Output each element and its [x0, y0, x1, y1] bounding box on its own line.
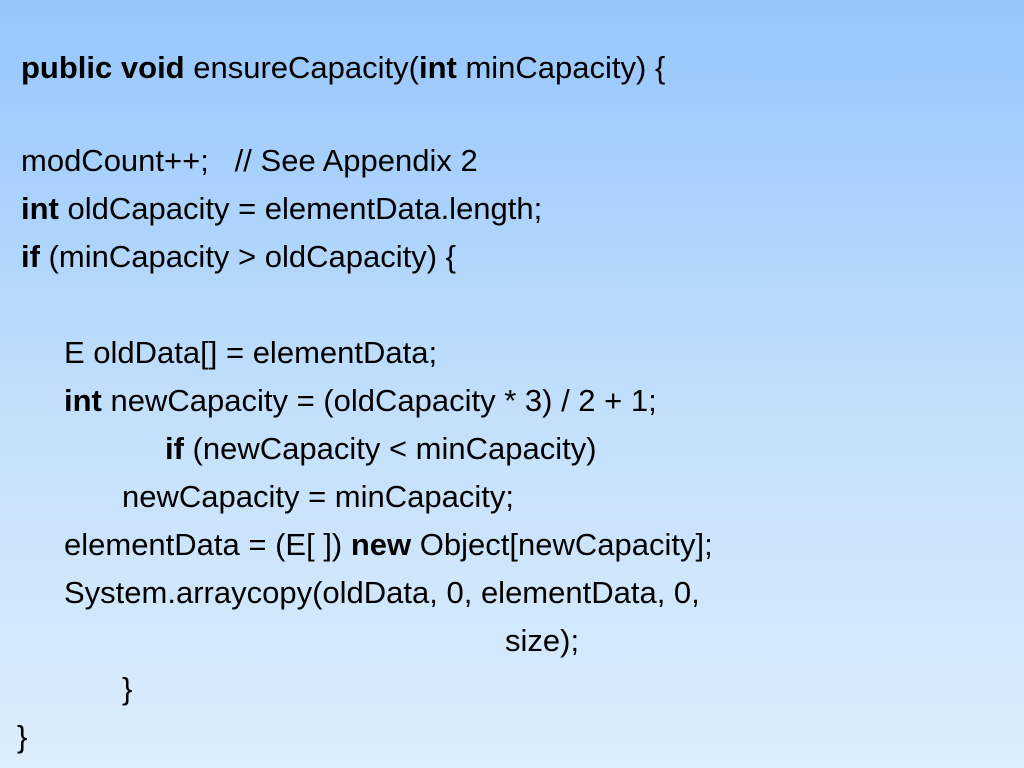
- code-text: minCapacity) {: [456, 50, 666, 85]
- code-line-new-capacity: int newCapacity = (oldCapacity * 3) / 2 …: [64, 383, 657, 419]
- keyword: if: [165, 431, 184, 466]
- code-line-close-if: }: [122, 671, 132, 707]
- code-text: ensureCapacity(: [184, 50, 419, 85]
- code-line-old-capacity: int oldCapacity = elementData.length;: [21, 191, 542, 227]
- code-text: newCapacity = (oldCapacity * 3) / 2 + 1;: [101, 383, 657, 418]
- keyword: int: [418, 50, 457, 85]
- code-text: }: [17, 719, 28, 754]
- code-line-arraycopy-continued: size);: [505, 623, 579, 659]
- code-text: }: [122, 671, 133, 706]
- code-line-old-data: E oldData[] = elementData;: [64, 335, 437, 371]
- code-text: E oldData[] = elementData;: [64, 335, 438, 370]
- code-line-new-element-data: elementData = (E[ ]) new Object[newCapac…: [64, 527, 713, 563]
- code-line-modcount: modCount++; // See Appendix 2: [21, 143, 478, 179]
- code-text: (minCapacity > oldCapacity) {: [39, 239, 457, 274]
- code-line-if-min-capacity: if (minCapacity > oldCapacity) {: [21, 239, 456, 275]
- code-text: modCount++; // See Appendix 2: [21, 143, 478, 178]
- code-line-arraycopy: System.arraycopy(oldData, 0, elementData…: [64, 575, 700, 611]
- keyword: int: [64, 383, 102, 418]
- code-line-assign-new-capacity: newCapacity = minCapacity;: [122, 479, 514, 515]
- keyword: public void: [21, 50, 185, 85]
- code-text: System.arraycopy(oldData, 0, elementData…: [64, 575, 700, 610]
- code-line-if-new-capacity: if (newCapacity < minCapacity): [165, 431, 597, 467]
- code-line-close-method: }: [17, 719, 27, 755]
- code-text: Object[newCapacity];: [411, 527, 713, 562]
- keyword: int: [21, 191, 59, 226]
- code-line-method-signature: public void ensureCapacity(int minCapaci…: [21, 50, 665, 86]
- code-text: size);: [505, 623, 580, 658]
- code-text: (newCapacity < minCapacity): [183, 431, 597, 466]
- code-text: oldCapacity = elementData.length;: [58, 191, 543, 226]
- keyword: new: [350, 527, 412, 562]
- keyword: if: [21, 239, 40, 274]
- code-text: newCapacity = minCapacity;: [122, 479, 514, 514]
- code-text: elementData = (E[ ]): [64, 527, 351, 562]
